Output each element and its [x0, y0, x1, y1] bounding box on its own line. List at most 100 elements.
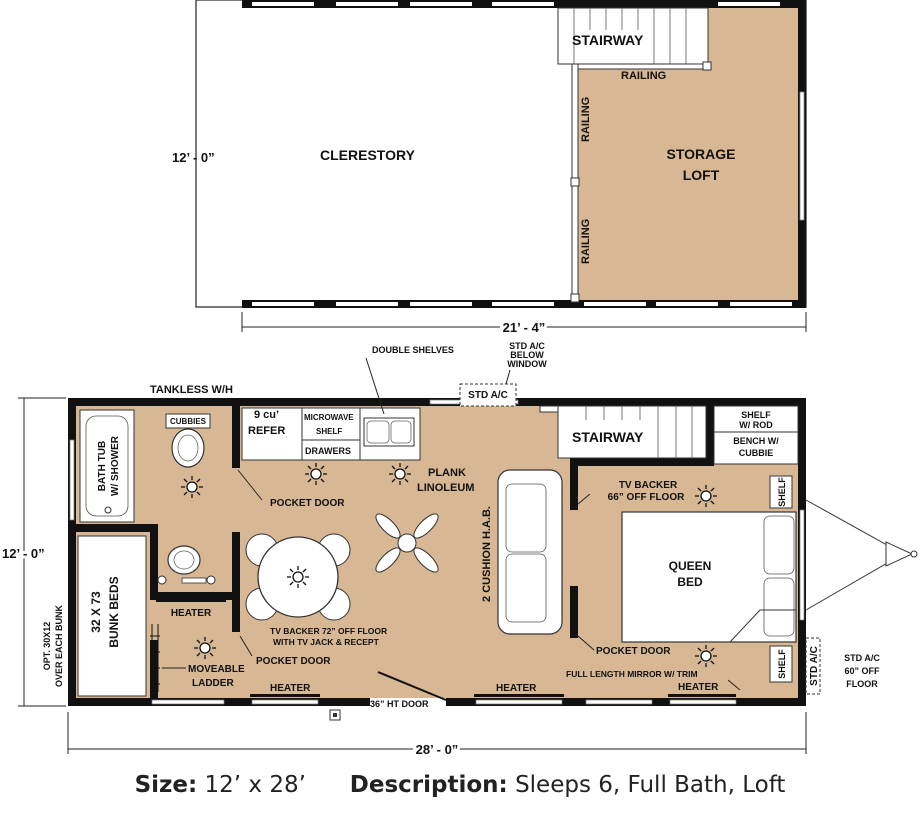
shelf-rod-label-1: SHELF — [741, 410, 771, 420]
opt-bunk-label-2: OVER EACH BUNK — [54, 605, 64, 688]
refer-label-2: REFER — [248, 425, 285, 437]
bunk-bed — [77, 535, 147, 697]
std-ac-vertical-label: STD A/C — [809, 646, 820, 686]
std-ac-unit: STD A/C STD A/C BELOW WINDOW — [459, 341, 565, 413]
kitchen: 9 cu’ REFER MICROWAVE SHELF DRAWERS DOUB… — [241, 345, 474, 494]
loft-height-dimension: 12’ - 0” — [172, 150, 215, 165]
bunk-light-icon — [193, 636, 217, 660]
bench-label-2: CUBBIE — [739, 448, 774, 458]
plan-caption: Size: 12’ x 28’ Description: Sleeps 6, F… — [0, 772, 920, 798]
bath-tub-label-1: BATH TUB — [97, 441, 108, 491]
pocket-door-bunk: POCKET DOOR — [239, 635, 331, 667]
bunk-heater-label: HEATER — [171, 608, 212, 619]
mirror-label: FULL LENGTH MIRROR W/ TRIM — [566, 669, 698, 679]
std-ac-label: STD A/C — [468, 390, 508, 401]
shelf-label-lower: SHELF — [777, 649, 787, 679]
loft-width-dimension: 21’ - 4” — [503, 320, 546, 335]
bedroom-shelf-upper — [769, 475, 793, 509]
description-value: Sleeps 6, Full Bath, Loft — [515, 772, 786, 798]
ladder-label-1: MOVEABLE — [188, 664, 245, 675]
std-ac-note-1: STD A/C — [509, 341, 545, 351]
loft-railing-label-upper: RAILING — [580, 97, 592, 142]
opt-bunk-label-1: OPT. 30X12 — [42, 622, 52, 671]
plank-label-1: PLANK — [428, 467, 466, 479]
ladder-label-2: LADDER — [192, 678, 234, 689]
entry-door: 36” HT DOOR — [329, 671, 447, 721]
bench-label-1: BENCH W/ — [733, 436, 779, 446]
floor-plan-diagram: CLERESTORY STAIRWAY RAILING RAILING RAIL… — [0, 0, 918, 760]
clerestory-label: CLERESTORY — [320, 147, 416, 163]
main-stairway: STAIRWAY — [557, 405, 707, 459]
refrigerator — [241, 407, 303, 461]
kitchen-light-icon — [304, 462, 328, 486]
bunk-label-1: 32 X 73 — [89, 591, 103, 633]
shelf-rod-label-2: W/ ROD — [739, 420, 773, 430]
tv-backer-72-label-1: TV BACKER 72” OFF FLOOR — [270, 626, 387, 636]
std-ac-60-label-3: FLOOR — [846, 679, 878, 689]
tankless-label: TANKLESS W/H — [150, 384, 233, 396]
moveable-ladder — [150, 624, 160, 692]
bathroom: CUBBIES BATH TUB W/ SHOWER — [79, 409, 216, 585]
interior-walls — [68, 406, 714, 698]
loft-stairway-label: STAIRWAY — [572, 32, 644, 48]
bedroom-light-icon-2 — [694, 644, 718, 668]
bedroom-shelf-lower — [769, 645, 793, 683]
queen-bed-label-2: BED — [677, 575, 703, 589]
bedroom: QUEEN BED TV BACKER 66” OFF FLOOR SHELF … — [566, 475, 797, 691]
bath-light-icon — [180, 475, 204, 499]
heaters: HEATER HEATER HEATER — [250, 682, 736, 697]
trailer-hitch-icon — [805, 499, 918, 611]
bath-tub-label-2: W/ SHOWER — [110, 435, 121, 496]
description-label: Description: — [349, 772, 508, 798]
tub-drain-icon — [104, 506, 112, 514]
kitchen-light-icon-2 — [388, 462, 412, 486]
door-label: 36” HT DOOR — [370, 699, 429, 709]
main-width-dimension-line — [67, 712, 807, 754]
loft-bottom-wall — [242, 300, 806, 308]
shelf-bench-closet: SHELF W/ ROD BENCH W/ CUBBIE — [713, 405, 799, 465]
heater-label-1: HEATER — [270, 683, 311, 694]
pocket-door-label-3: POCKET DOOR — [596, 646, 671, 657]
std-ac-note-2: BELOW — [510, 350, 544, 360]
dining-table: TV BACKER 72” OFF FLOOR WITH TV JACK & R… — [245, 533, 387, 647]
bedroom-light-icon — [694, 484, 718, 508]
sofa-hab: 2 CUSHION H.A.B. — [481, 469, 563, 635]
ceiling-fan-icon — [375, 513, 439, 573]
main-width-dimension: 28’ - 0” — [416, 742, 459, 757]
loft-railing-label-lower: RAILING — [580, 219, 592, 264]
microwave-label-2: SHELF — [316, 427, 342, 436]
main-stairway-label: STAIRWAY — [572, 429, 644, 445]
dining-light-icon — [286, 565, 310, 589]
heater-label-3: HEATER — [678, 682, 719, 693]
std-ac-60-label-2: 60” OFF — [844, 666, 880, 676]
cubbies-label: CUBBIES — [170, 417, 207, 426]
std-ac-unit-right — [805, 637, 821, 695]
pocket-door-kitchen: POCKET DOOR — [237, 469, 345, 509]
shelf-label-upper: SHELF — [777, 477, 787, 507]
pocket-door-label-1: POCKET DOOR — [270, 498, 345, 509]
size-value: 12’ x 28’ — [204, 772, 306, 798]
storage-loft-label-1: STORAGE — [667, 146, 736, 162]
double-shelves-label: DOUBLE SHELVES — [372, 345, 454, 355]
refer-label-1: 9 cu’ — [254, 409, 279, 421]
microwave-label-1: MICROWAVE — [304, 413, 354, 422]
heater-label-2: HEATER — [496, 683, 537, 694]
storage-loft-label-2: LOFT — [683, 167, 720, 183]
main-floor-plan: CUBBIES BATH TUB W/ SHOWER 32 X 73 BUNK … — [0, 341, 918, 760]
tv-backer-label-2: 66” OFF FLOOR — [608, 492, 685, 503]
std-ac-note-3: WINDOW — [507, 359, 547, 369]
loft-width-dimension-line — [241, 312, 807, 332]
std-ac-60-label-1: STD A/C — [844, 653, 880, 663]
main-height-dimension: 12’ - 0” — [2, 546, 45, 561]
queen-bed-label-1: QUEEN — [669, 559, 712, 573]
tv-backer-label-1: TV BACKER — [619, 480, 678, 491]
main-height-dimension-line — [18, 397, 66, 707]
loft-railing-horizontal — [571, 63, 709, 70]
loft-plan: CLERESTORY STAIRWAY RAILING RAILING RAIL… — [172, 0, 807, 338]
bunk-label-2: BUNK BEDS — [107, 576, 121, 647]
bunk-room: 32 X 73 BUNK BEDS HEATER MOVEABLE LADDER — [77, 535, 245, 697]
loft-top-wall — [242, 0, 806, 8]
pocket-door-bedroom: POCKET DOOR — [577, 635, 671, 657]
sofa-label: 2 CUSHION H.A.B. — [481, 506, 493, 602]
size-label: Size: — [134, 772, 198, 798]
